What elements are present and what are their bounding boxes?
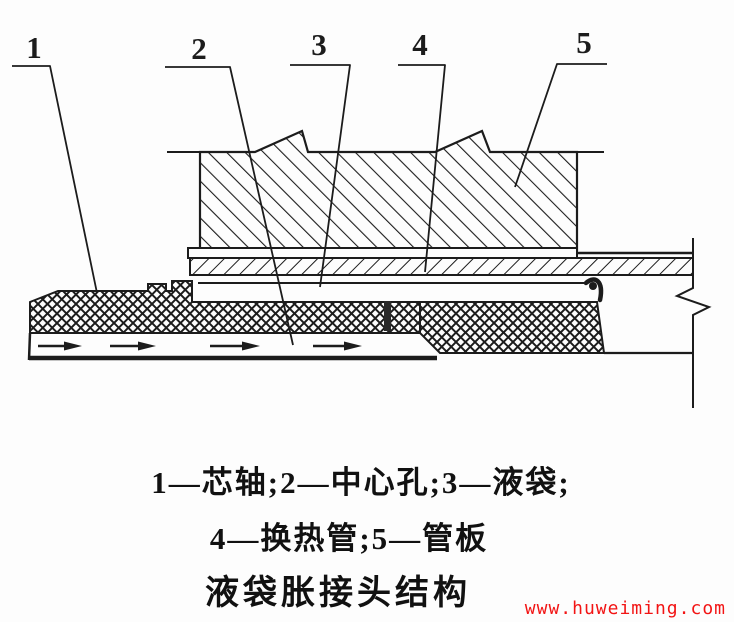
flow-arrow: [38, 341, 82, 351]
callout-leader-line-2: [165, 66, 294, 346]
flow-arrow: [110, 341, 156, 351]
callout-number-4: 4: [412, 27, 428, 62]
callout-number-3: 3: [311, 27, 327, 62]
figure-title: 液袋胀接头结构: [205, 575, 471, 612]
legend-line-1: 1—芯轴;2—中心孔;3—液袋;: [151, 465, 571, 500]
legend-line-2: 4—换热管;5—管板: [209, 521, 489, 556]
flange-plate: [187, 247, 578, 259]
bag-end-cap-blob: [589, 282, 597, 290]
flow-arrows: [38, 341, 362, 351]
callout-number-5: 5: [576, 25, 592, 60]
tube-sheet-section: [198, 129, 579, 252]
heat-exchange-tube-section: [189, 257, 694, 276]
callout-leader-line-5: [514, 63, 607, 188]
callout-leaders: [12, 63, 607, 346]
flow-arrow: [210, 341, 260, 351]
flow-arrow: [313, 341, 362, 351]
mandrel-section: [29, 280, 421, 334]
mandrel-collar-section: [419, 301, 606, 354]
radial-passage-slot: [384, 301, 391, 331]
bag-end-cap: [583, 277, 604, 303]
break-line: [674, 238, 712, 408]
callout-number-1: 1: [26, 30, 42, 65]
watermark-url: www.huweiming.com: [524, 598, 726, 619]
callout-leader-line-1: [12, 65, 98, 294]
callout-leader-line-4: [398, 64, 446, 273]
callout-number-2: 2: [191, 31, 207, 66]
callout-leader-line-3: [290, 64, 351, 288]
mandrel-left-edge: [27, 332, 32, 361]
